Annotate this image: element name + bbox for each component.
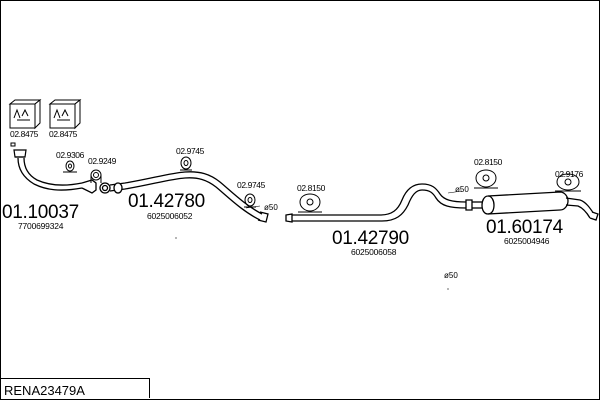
reference-code: RENA23479A bbox=[4, 383, 85, 398]
part-2-oe: 6025006052 bbox=[147, 211, 193, 221]
part-1-number: 01.10037 bbox=[2, 202, 79, 223]
rubber-mount-3-icon bbox=[555, 173, 581, 192]
part-2-number: 01.42780 bbox=[128, 191, 205, 212]
front-pipe-icon bbox=[17, 157, 97, 194]
hanger-2-label: 02.9745 bbox=[237, 180, 265, 190]
clamp-icon bbox=[90, 169, 102, 183]
kit-box-2-icon bbox=[48, 98, 82, 130]
gasket-icon bbox=[63, 160, 77, 173]
front-flange-icon bbox=[13, 149, 27, 158]
gasket-label: 02.9306 bbox=[56, 150, 84, 160]
hanger-2-icon bbox=[244, 193, 256, 208]
mount-3-label: 02.9176 bbox=[555, 169, 583, 179]
part-3-oe: 6025006058 bbox=[351, 247, 397, 257]
hanger-1-label: 02.9745 bbox=[176, 146, 204, 156]
middle-pipe-2-icon bbox=[285, 183, 473, 223]
reference-box: RENA23479A bbox=[0, 378, 150, 398]
part-1-oe: 7700699324 bbox=[18, 221, 64, 231]
kit-box-1-icon bbox=[8, 98, 42, 130]
leader-lines bbox=[245, 190, 463, 209]
marker-dots bbox=[175, 237, 449, 290]
rear-silencer-icon bbox=[472, 191, 599, 221]
clamp-label: 02.9249 bbox=[88, 156, 116, 166]
rubber-mount-2-icon bbox=[474, 169, 498, 189]
middle-pipe-1-icon bbox=[99, 171, 269, 223]
kit-1-label: 02.8475 bbox=[10, 129, 38, 139]
diameter-2-label: ø50 bbox=[455, 185, 469, 194]
mount-2-label: 02.8150 bbox=[474, 157, 502, 167]
rubber-mount-1-icon bbox=[298, 193, 322, 213]
part-3-number: 01.42790 bbox=[332, 228, 409, 249]
mount-1-label: 02.8150 bbox=[297, 183, 325, 193]
part-4-number: 01.60174 bbox=[486, 217, 563, 238]
diameter-3-label: ø50 bbox=[444, 271, 458, 280]
kit-2-label: 02.8475 bbox=[49, 129, 77, 139]
diameter-1-label: ø50 bbox=[264, 203, 278, 212]
hanger-1-icon bbox=[180, 156, 192, 171]
bolt-icon bbox=[10, 142, 16, 147]
part-4-oe: 6025004946 bbox=[504, 236, 550, 246]
